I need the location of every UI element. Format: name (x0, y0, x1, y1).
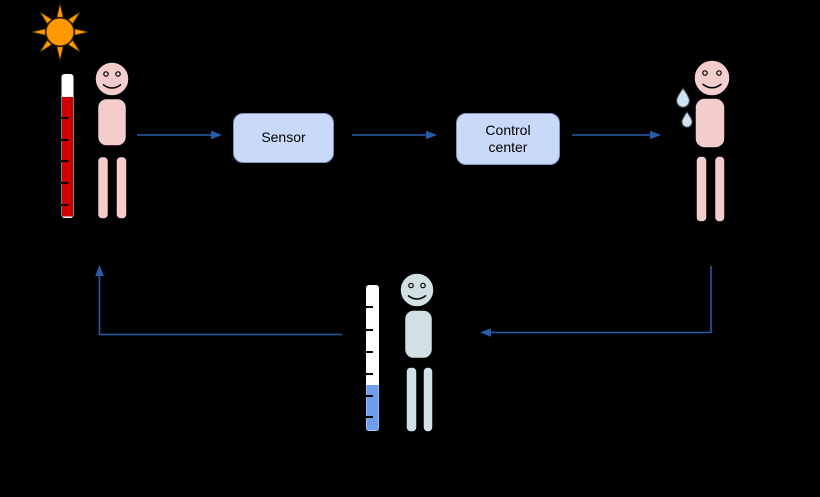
arrowheads (95, 130, 661, 337)
thermometer-high-mercury (62, 97, 73, 217)
cool-person-leg (405, 366, 418, 433)
eye-icon (103, 71, 109, 77)
sweat-drops-icon (675, 86, 693, 128)
hot-person-body (96, 97, 128, 147)
eye-icon (115, 71, 121, 77)
cool-person-head (399, 272, 435, 308)
return-path-right (491, 266, 712, 334)
sweating-person-body (694, 97, 726, 149)
cool-person-body (403, 309, 434, 360)
thermometer-high-ticks (60, 117, 69, 206)
sweat-drop (675, 86, 691, 108)
arrowhead-up-icon (95, 265, 104, 276)
sensor-label: Sensor (261, 129, 306, 146)
control-center-label: Control center (485, 121, 531, 156)
eye-icon (702, 70, 708, 76)
connector-arrows (95, 130, 712, 337)
control-center-node: Control center (456, 113, 560, 165)
cool-person-leg (422, 366, 434, 433)
arrowhead-right-icon (426, 130, 437, 140)
hot-person-head (94, 61, 130, 97)
hot-person-leg (115, 155, 128, 220)
eye-icon (420, 282, 426, 289)
thermometer-low-mercury (366, 385, 379, 431)
thermometer-high (59, 72, 76, 220)
sweating-person-figure (693, 59, 731, 223)
arrowhead-right-icon (650, 130, 661, 140)
smile-icon (407, 294, 427, 300)
sweating-person-head (693, 59, 731, 97)
sun-icon (30, 2, 90, 62)
sweating-person-leg (695, 155, 708, 223)
sweating-person-leg (713, 155, 726, 223)
eye-icon (716, 70, 722, 76)
return-path-left (98, 276, 342, 336)
cool-person-figure (399, 272, 435, 433)
arrowhead-right-icon (211, 130, 222, 140)
smile-icon (702, 83, 722, 89)
thermometer-low (364, 283, 381, 433)
hot-person-figure (94, 61, 130, 220)
smile-icon (102, 83, 122, 89)
sweat-drop (681, 110, 693, 128)
sensor-node: Sensor (233, 113, 334, 163)
eye-icon (408, 282, 414, 289)
thermometer-low-ticks (365, 306, 373, 418)
arrowhead-left-icon (480, 328, 491, 337)
hot-person-leg (96, 155, 110, 220)
